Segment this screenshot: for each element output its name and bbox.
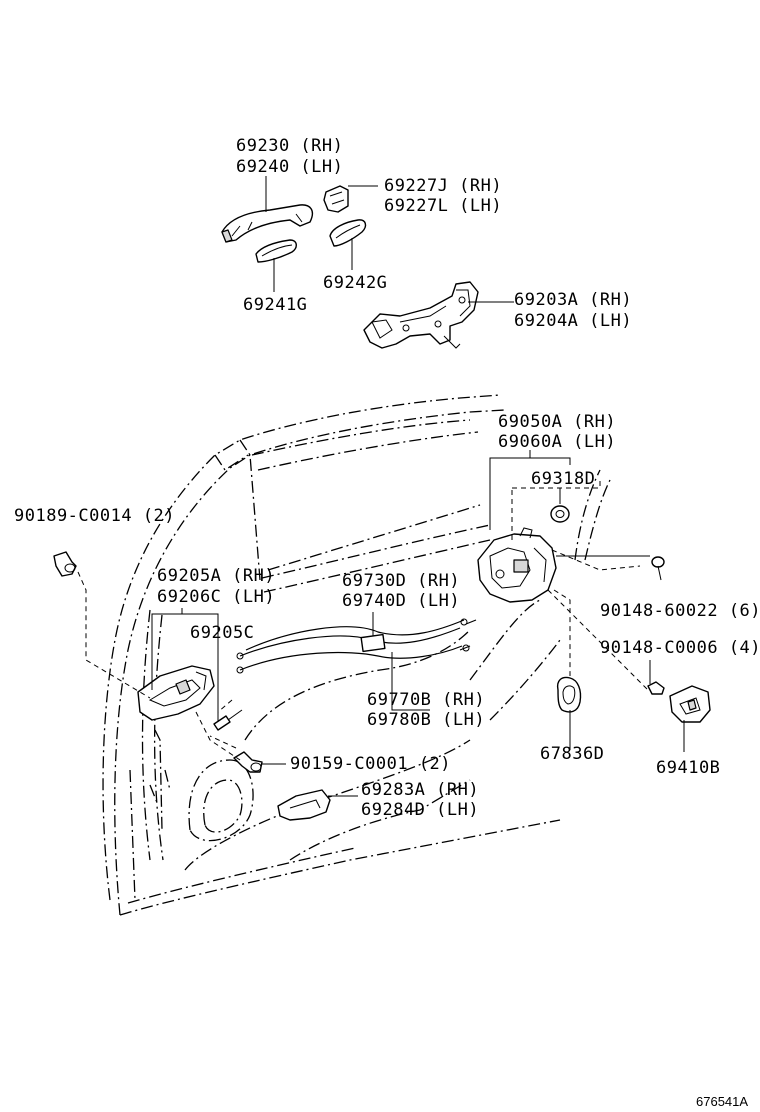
diagram-reference-number: 676541A	[696, 1094, 748, 1109]
bolt-part	[233, 751, 263, 773]
striker-bolt-part	[647, 681, 665, 695]
callout-handle-cap: 69227J (RH)	[384, 176, 502, 196]
callout-control-cable: 69770B (RH)	[367, 690, 485, 710]
handle-frame-part	[363, 281, 479, 349]
handle-cap-part	[323, 185, 349, 213]
callout-handle-bezel: 69283A (RH)	[361, 780, 479, 800]
callout-outside-handle: 69230 (RH)	[236, 136, 343, 156]
leader-lines	[151, 176, 685, 797]
weatherstrip-part	[556, 676, 582, 713]
callout-screw-lock: 90148-60022 (6)	[600, 601, 760, 621]
callout-outside-handle-lh: 69240 (LH)	[236, 157, 343, 177]
callout-handle-frame: 69203A (RH)	[514, 290, 632, 310]
clip-part	[53, 551, 77, 577]
handle-pad-rear-part	[255, 239, 297, 263]
callout-inside-handle-lh: 69206C (LH)	[157, 587, 275, 607]
outside-handle-part	[221, 204, 314, 243]
door-outline	[102, 394, 611, 916]
cable-assembly-part	[236, 618, 477, 674]
callout-grommet: 69318D	[531, 469, 595, 489]
screw-part	[213, 709, 243, 731]
callout-striker-bolt: 90148-C0006 (4)	[600, 638, 760, 658]
inside-handle-part	[137, 665, 215, 721]
callout-handle-pad-front: 69242G	[323, 273, 387, 293]
callout-inside-handle: 69205A (RH)	[157, 566, 275, 586]
striker-part	[669, 685, 711, 723]
callout-labels: 69230 (RH) 69240 (LH) 69227J (RH) 69227L…	[14, 136, 760, 820]
assembly-lines	[77, 478, 649, 761]
handle-bezel-part	[277, 789, 331, 821]
callout-lock-assembly-lh: 69060A (LH)	[498, 432, 616, 452]
handle-pad-front-part	[329, 219, 367, 247]
callout-bolt: 90159-C0001 (2)	[290, 754, 451, 774]
callout-lock-cable-lh: 69740D (LH)	[342, 591, 460, 611]
callout-weatherstrip: 67836D	[540, 744, 604, 764]
screw-lock-part	[651, 556, 665, 581]
callout-handle-cap-lh: 69227L (LH)	[384, 196, 502, 216]
callout-screw: 69205C	[190, 623, 254, 643]
grommet-part	[550, 505, 570, 523]
callout-lock-assembly: 69050A (RH)	[498, 412, 616, 432]
callout-clip: 90189-C0014 (2)	[14, 506, 175, 526]
callout-handle-pad-rear: 69241G	[243, 295, 307, 315]
door-lock-assembly-part	[477, 527, 557, 603]
callout-handle-frame-lh: 69204A (LH)	[514, 311, 632, 331]
callout-handle-bezel-lh: 69284D (LH)	[361, 800, 479, 820]
callout-striker: 69410B	[656, 758, 720, 778]
callout-control-cable-lh: 69780B (LH)	[367, 710, 485, 730]
callout-lock-cable: 69730D (RH)	[342, 571, 460, 591]
